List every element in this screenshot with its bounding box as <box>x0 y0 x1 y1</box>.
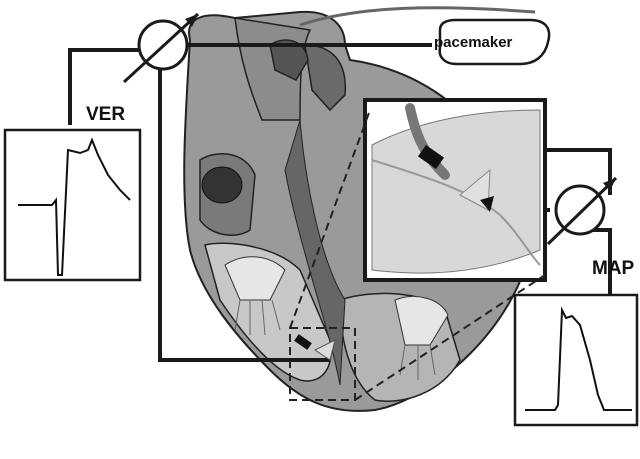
map-trace-panel <box>515 295 637 425</box>
inset-detail <box>367 102 543 278</box>
map-label: MAP <box>592 258 634 280</box>
meter-dial-icon <box>548 178 616 244</box>
ver-label: VER <box>86 104 125 126</box>
atrium-opening <box>202 167 242 203</box>
inset-tissue <box>372 110 540 273</box>
pacemaker-label: pacemaker <box>434 34 512 51</box>
ver-trace-panel <box>5 130 140 280</box>
